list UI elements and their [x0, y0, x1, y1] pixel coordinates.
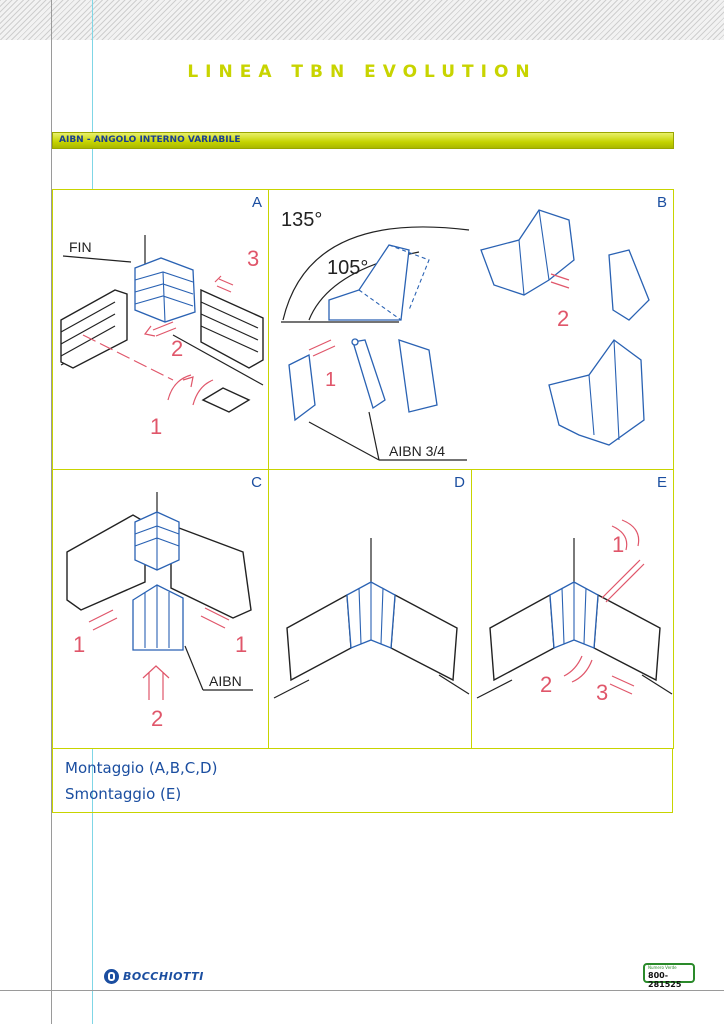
toll-free-number: 800-281525 [648, 971, 682, 989]
panel-a-drawing: FIN 1 2 3 [60, 235, 264, 439]
aibn-piece [132, 584, 184, 651]
panel-c-step-1-right: 1 [235, 632, 247, 657]
header-hatch-band [0, 0, 724, 40]
caption-box: Montaggio (A,B,C,D) Smontaggio (E) [52, 748, 673, 813]
section-bar: AIBN - ANGOLO INTERNO VARIABILE [52, 132, 674, 149]
panel-a-step-2: 2 [171, 336, 183, 361]
left-profile [60, 289, 128, 369]
panel-e-drawing: 1 2 3 [476, 519, 673, 705]
panel-e: E 1 2 3 [471, 469, 674, 749]
panel-b-step-1: 1 [325, 369, 336, 391]
fin-label: FIN [69, 239, 92, 255]
toll-free-badge: Numero Verde 800-281525 [643, 963, 695, 989]
panel-e-step-1: 1 [612, 532, 624, 557]
section-title: AIBN - ANGOLO INTERNO VARIABILE [59, 135, 241, 145]
panel-e-label: E [656, 474, 667, 491]
panel-c: C AIBN 1 1 2 [52, 469, 269, 749]
panel-c-drawing: AIBN 1 1 2 [66, 492, 253, 731]
panel-a: A FIN 1 2 3 [52, 189, 269, 470]
panel-b: B 135° 105° 1 AIBN 3/4 2 [268, 189, 674, 470]
panel-c-label: C [251, 474, 262, 491]
panel-a-step-1: 1 [150, 414, 162, 439]
angle-105-label: 105° [327, 257, 368, 279]
toll-free-caption: Numero Verde [648, 965, 677, 970]
panel-c-step-1-left: 1 [73, 632, 85, 657]
aibn-parts: 1 [288, 338, 438, 422]
panel-e-step-3: 3 [596, 680, 608, 705]
brand-logo: BOCCHIOTTI [104, 967, 204, 985]
panel-a-step-3: 3 [247, 246, 259, 271]
margin-line-gray [51, 0, 52, 1024]
brand-name: BOCCHIOTTI [123, 969, 204, 983]
panel-b-label: B [656, 194, 667, 211]
angle-135-label: 135° [281, 209, 322, 231]
panel-a-label: A [251, 194, 262, 211]
fin-corner-piece [134, 257, 196, 323]
assembly-bottom [548, 339, 645, 446]
page-title: LINEA TBN EVOLUTION [187, 62, 537, 82]
panel-b-step-2: 2 [557, 306, 569, 331]
panel-d-drawing [273, 538, 470, 699]
angle-diagram: 135° 105° [281, 209, 470, 323]
caption-montaggio: Montaggio (A,B,C,D) [65, 759, 218, 777]
panel-c-step-2: 2 [151, 706, 163, 731]
panel-d: D [268, 469, 472, 749]
panel-e-step-2: 2 [540, 672, 552, 697]
footer-rule [0, 990, 724, 991]
caption-smontaggio: Smontaggio (E) [65, 785, 182, 803]
right-profile [200, 288, 264, 369]
assembly-top [480, 209, 650, 321]
aibn-3-4-label: AIBN 3/4 [389, 443, 445, 459]
bocchiotti-logo-icon [104, 968, 119, 984]
panel-d-label: D [454, 474, 465, 491]
panel-b-drawing: 135° 105° 1 AIBN 3/4 2 [281, 209, 650, 461]
aibn-label: AIBN [209, 673, 242, 689]
